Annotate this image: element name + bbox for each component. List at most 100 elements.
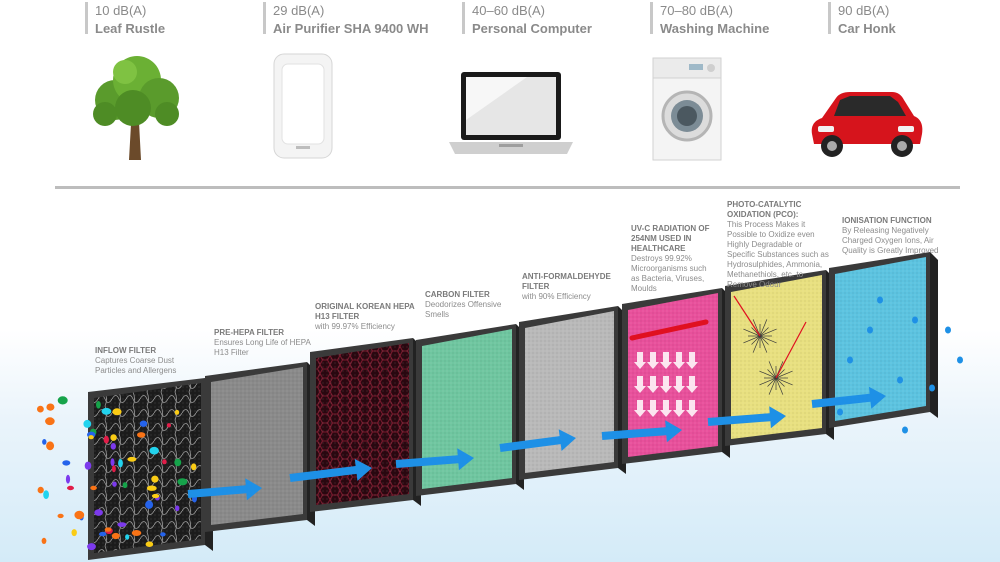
- pco-burst-ray: [759, 335, 777, 344]
- noise-source: Washing Machine: [660, 21, 770, 36]
- filter-title: CARBON FILTER: [425, 290, 490, 299]
- particle-dot: [145, 500, 154, 509]
- particle-dot: [43, 490, 49, 499]
- particle-dot: [166, 423, 171, 428]
- particle-dot: [88, 435, 94, 440]
- particle-dot: [125, 534, 130, 540]
- uv-ray-arrow: [647, 352, 659, 369]
- filter-title: ANTI-FORMALDEHYDE FILTER: [522, 272, 611, 291]
- particle-dot: [103, 435, 110, 444]
- airflow-arrow: [289, 459, 372, 482]
- particle-dot: [94, 509, 103, 516]
- particle-dot: [57, 513, 64, 519]
- filter-title: PRE-HEPA FILTER: [214, 328, 285, 337]
- pco-burst-ray: [775, 377, 785, 387]
- noise-level: 40–60 dB(A): [472, 3, 545, 18]
- pco-beam: [733, 295, 761, 337]
- filter-description: Destroys 99.92% Microorganisms such as B…: [631, 254, 707, 293]
- uv-ray-arrow: [686, 376, 698, 393]
- pco-burst-ray: [767, 377, 777, 387]
- filter-label-inflow: INFLOW FILTER Captures Coarse Dust Parti…: [95, 346, 205, 376]
- particle-dot: [112, 408, 122, 416]
- particle-dot: [41, 537, 47, 545]
- pco-burst-ray: [775, 370, 793, 379]
- particle-dot: [83, 419, 92, 428]
- particle-dot: [46, 441, 55, 451]
- airflow-arrow: [811, 386, 886, 409]
- pco-burst-ray: [743, 335, 761, 344]
- pco-burst-ray: [759, 328, 777, 337]
- ion-dot: [877, 296, 883, 304]
- airflow-arrow: [395, 448, 474, 471]
- particle-dot: [45, 417, 55, 426]
- particle-dot: [104, 527, 112, 532]
- noise-source: Air Purifier SHA 9400 WH: [273, 21, 429, 36]
- filter-label-pre-hepa: PRE-HEPA FILTER Ensures Long Life of HEP…: [214, 328, 314, 358]
- filter-description: Captures Coarse Dust Particles and Aller…: [95, 356, 177, 375]
- filter-description: Deodorizes Offensive Smells: [425, 300, 502, 319]
- particle-dot: [99, 531, 107, 537]
- airflow-arrow: [187, 478, 262, 501]
- ion-dot: [867, 326, 873, 334]
- particle-dot: [127, 456, 137, 462]
- particle-dot: [174, 409, 180, 415]
- particle-dot: [110, 458, 115, 467]
- particle-dot: [118, 459, 123, 468]
- filter-panel-texture: [94, 383, 201, 553]
- noise-level: 70–80 dB(A): [660, 3, 733, 18]
- filter-panel-texture: [316, 343, 409, 505]
- particle-dot: [111, 465, 116, 473]
- particle-dot: [74, 510, 85, 520]
- particle-dot: [191, 463, 197, 471]
- laptop-icon: [449, 72, 573, 154]
- filter-panel-edge: [930, 252, 938, 418]
- particle-dot: [101, 407, 112, 415]
- particle-dot: [131, 530, 142, 536]
- uv-ray-arrow: [673, 352, 685, 369]
- car-icon: [811, 92, 923, 157]
- uv-ray-arrow: [634, 376, 646, 393]
- filter-description: By Releasing Negatively Charged Oxygen I…: [842, 226, 939, 255]
- filter-description: with 90% Efficiency: [522, 292, 591, 301]
- particle-dot: [112, 481, 117, 487]
- section-divider: [55, 186, 960, 189]
- filter-description: Ensures Long Life of HEPA H13 Filter: [214, 338, 311, 357]
- filter-label-anti-formaldehyde: ANTI-FORMALDEHYDE FILTER with 90% Effici…: [522, 272, 614, 302]
- uv-ray-arrow: [634, 352, 646, 369]
- uv-ray-arrow: [673, 376, 685, 393]
- noise-level: 29 dB(A): [273, 3, 325, 18]
- filter-label-hepa: ORIGINAL KOREAN HEPA H13 FILTER with 99.…: [315, 302, 417, 332]
- filter-panel-texture: [835, 257, 926, 421]
- particle-dot: [146, 485, 157, 491]
- particle-dot: [151, 475, 159, 483]
- airflow-arrow: [707, 406, 786, 429]
- filter-title: IONISATION FUNCTION: [842, 216, 932, 225]
- noise-divider-bar: [650, 2, 653, 34]
- noise-divider-bar: [85, 2, 88, 34]
- filter-label-carbon: CARBON FILTER Deodorizes Offensive Smell…: [425, 290, 513, 320]
- filter-panel-texture: [211, 367, 303, 525]
- particle-dot: [151, 493, 160, 499]
- pco-burst-ray: [759, 319, 768, 337]
- filter-title: INFLOW FILTER: [95, 346, 157, 355]
- particle-dot: [177, 478, 188, 486]
- uv-ray-arrow: [647, 376, 659, 393]
- pco-burst-ray: [767, 369, 777, 379]
- uv-ray-arrow: [686, 352, 698, 369]
- particle-dot: [110, 443, 117, 450]
- pco-burst-ray: [751, 335, 761, 345]
- particle-dot: [96, 401, 101, 409]
- noise-divider-bar: [263, 2, 266, 34]
- particle-dot: [62, 460, 71, 466]
- particle-dot: [46, 403, 55, 411]
- particle-dot: [175, 505, 180, 512]
- particle-dot: [57, 396, 68, 405]
- uv-lamp: [629, 319, 709, 341]
- uv-ray-arrow: [660, 352, 672, 369]
- ion-dot: [945, 326, 951, 334]
- filter-label-uvc: UV-C RADIATION OF 254NM USED IN HEALTHCA…: [631, 224, 715, 294]
- uv-ray-arrow: [647, 400, 659, 417]
- filter-description: This Process Makes it Possible to Oxidiz…: [727, 220, 829, 289]
- noise-level: 90 dB(A): [838, 3, 890, 18]
- pco-burst-ray: [752, 335, 761, 353]
